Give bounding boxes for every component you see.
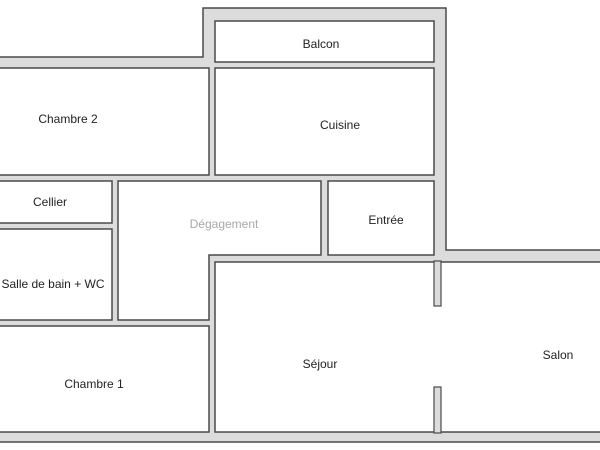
room-chambre-1 [0,325,210,433]
room-cellier [0,180,113,224]
room-balcon [214,20,435,63]
label-salon: Salon [543,348,574,362]
label-sejour: Séjour [303,357,338,371]
label-salle-de-bain: Salle de bain + WC [1,277,104,291]
room-chambre-2 [0,67,210,176]
partition-wall-upper [433,260,442,307]
label-cuisine: Cuisine [320,118,360,132]
room-entree [327,180,435,256]
label-balcon: Balcon [303,37,340,51]
room-salle-de-bain [0,228,113,321]
room-sejour-salon [214,261,600,433]
label-entree: Entrée [368,213,404,227]
room-degagement [117,180,322,321]
label-chambre-1: Chambre 1 [64,377,124,391]
partition-wall-lower [433,386,442,434]
label-degagement: Dégagement [190,217,259,231]
room-cuisine [214,67,435,176]
label-chambre-2: Chambre 2 [38,112,98,126]
label-cellier: Cellier [33,195,67,209]
